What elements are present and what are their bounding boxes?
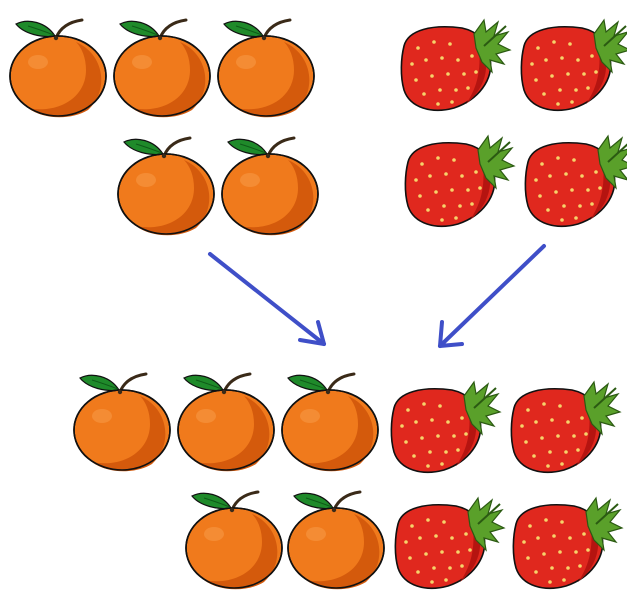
strawberry-icon xyxy=(390,381,501,474)
strawberry-icon xyxy=(404,135,515,228)
strawberry-icon xyxy=(512,497,623,590)
orange-icon xyxy=(176,372,276,473)
orange-icon xyxy=(220,136,320,237)
orange-icon xyxy=(286,490,386,591)
strawberry-icon xyxy=(400,19,511,112)
strawberry-icon xyxy=(510,381,621,474)
arrow-icon xyxy=(208,252,326,346)
strawberry-icon xyxy=(524,135,627,228)
strawberry-icon xyxy=(394,497,505,590)
strawberry-icon xyxy=(520,19,627,112)
orange-icon xyxy=(112,18,212,119)
orange-icon xyxy=(280,372,380,473)
orange-icon xyxy=(116,136,216,237)
orange-icon xyxy=(8,18,108,119)
arrow-icon xyxy=(438,244,546,348)
orange-icon xyxy=(216,18,316,119)
orange-icon xyxy=(184,490,284,591)
orange-icon xyxy=(72,372,172,473)
